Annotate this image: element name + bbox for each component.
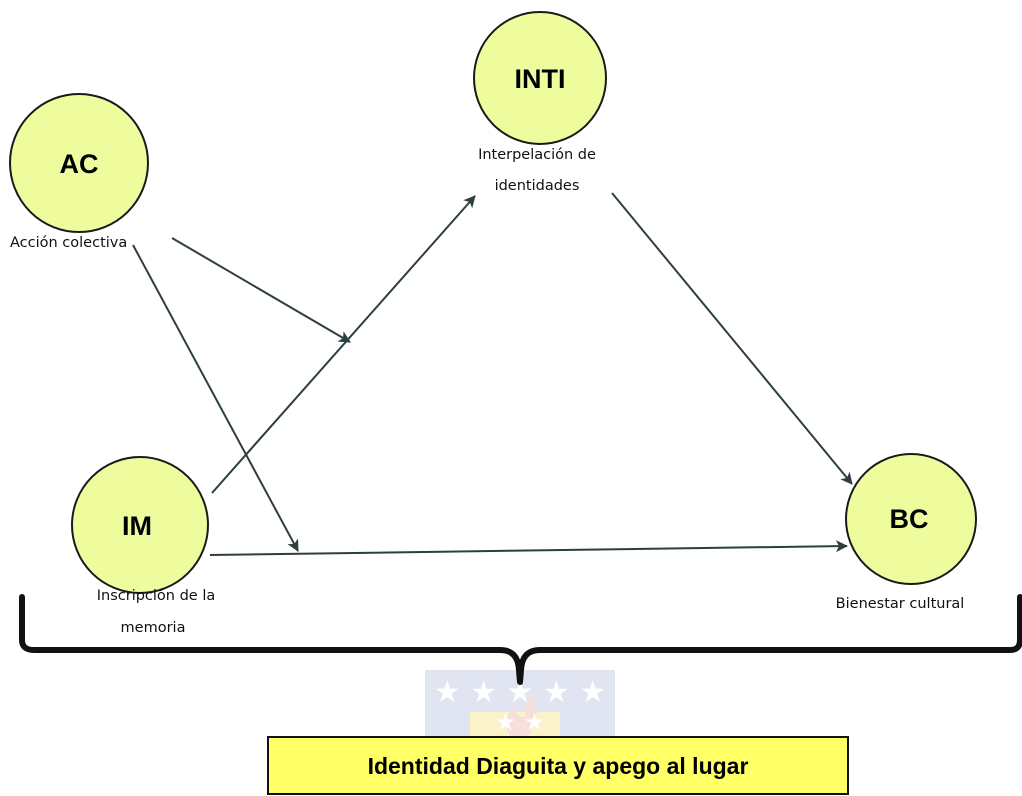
- node-im: IM Inscripción de la memoria: [71, 456, 216, 636]
- node-ac-circle: [9, 93, 149, 233]
- node-im-description-line-2: memoria: [121, 620, 186, 636]
- node-bc: BC Bienestar cultural: [836, 453, 977, 612]
- edge-im-to-inti: [211, 195, 476, 494]
- node-inti-description-line-1: Interpelación de: [478, 147, 596, 163]
- node-bc-description: Bienestar cultural: [836, 596, 965, 612]
- curly-brace: [19, 594, 1022, 685]
- banner-label: Identidad Diaguita y apego al lugar: [368, 753, 749, 779]
- edge-ac-to-im-bc-interaction: [132, 244, 299, 552]
- edge-ac-to-im-inti-interaction: [171, 237, 351, 343]
- node-ac: AC Acción colectiva: [9, 93, 149, 251]
- banner: Identidad Diaguita y apego al lugar: [267, 736, 849, 795]
- node-inti-abbr: INTI: [515, 64, 566, 94]
- node-im-abbr: IM: [122, 511, 152, 541]
- edges: [132, 192, 853, 556]
- edge-inti-to-bc: [611, 192, 853, 485]
- node-inti-circle: [473, 11, 607, 145]
- node-ac-abbr: AC: [60, 149, 99, 179]
- node-bc-abbr: BC: [890, 504, 929, 534]
- node-bc-circle: [845, 453, 977, 585]
- node-inti: INTI Interpelación de identidades: [473, 11, 607, 194]
- svg-text:★ ★: ★ ★: [495, 708, 546, 736]
- node-im-description-line-1: Inscripción de la: [97, 588, 216, 604]
- node-inti-description-line-2: identidades: [495, 178, 580, 194]
- node-ac-description: Acción colectiva: [10, 235, 127, 251]
- banner-box: [267, 736, 849, 795]
- node-im-circle: [71, 456, 209, 594]
- edge-im-to-bc: [209, 540, 848, 556]
